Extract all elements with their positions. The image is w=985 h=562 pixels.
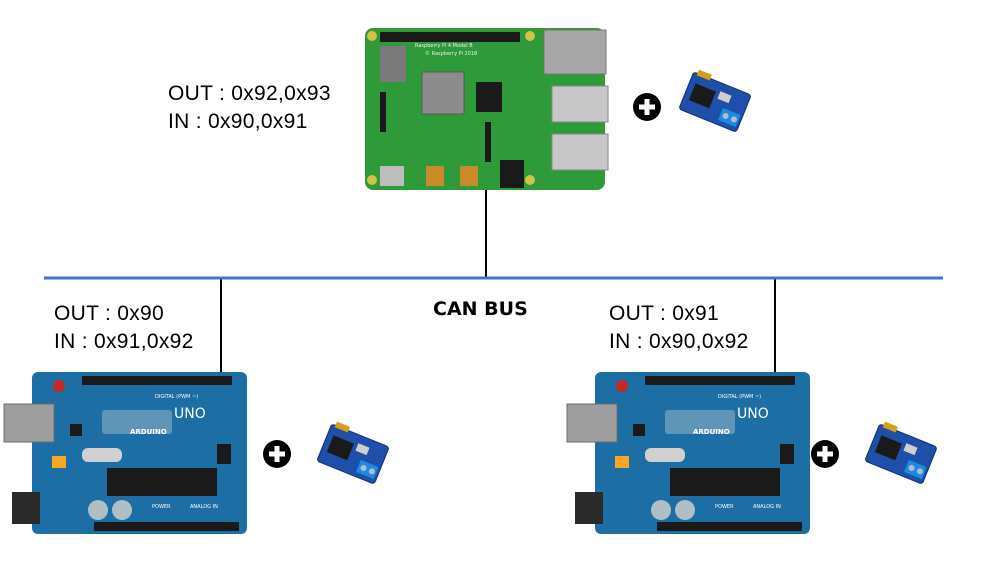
right-power-label: POWER	[715, 504, 734, 510]
can-module-right	[864, 419, 940, 485]
right-arduino-label: ARDUINO	[693, 428, 730, 436]
can-bus-label: CAN BUS	[433, 298, 528, 320]
circled-plus-icon	[811, 440, 839, 468]
left-digital-label: DIGITAL (PWM ~)	[155, 394, 199, 400]
right-arduino-out-label: OUT : 0x91	[609, 302, 719, 325]
right-digital-label: DIGITAL (PWM ~)	[718, 394, 762, 400]
right-uno-label: UNO	[737, 406, 769, 422]
left-arduino-in-label: IN : 0x91,0x92	[54, 330, 194, 353]
can-module-left	[316, 419, 392, 485]
pi-in-label: IN : 0x90,0x91	[168, 110, 308, 133]
left-power-label: POWER	[152, 504, 171, 510]
can-module-pi	[678, 67, 754, 133]
left-arduino-label: ARDUINO	[130, 428, 167, 436]
left-uno-label: UNO	[174, 406, 206, 422]
right-analog-label: ANALOG IN	[753, 504, 781, 510]
raspberry-pi-board	[365, 28, 609, 190]
circled-plus-icon	[633, 93, 661, 121]
left-arduino-out-label: OUT : 0x90	[54, 302, 164, 325]
left-analog-label: ANALOG IN	[190, 504, 218, 510]
right-arduino-in-label: IN : 0x90,0x92	[609, 330, 749, 353]
pi-silk-copyright: © Raspberry Pi 2018	[425, 51, 478, 57]
pi-silk-model: Raspberry Pi 4 Model B	[415, 43, 473, 49]
pi-out-label: OUT : 0x92,0x93	[168, 82, 331, 105]
circled-plus-icon	[263, 440, 291, 468]
